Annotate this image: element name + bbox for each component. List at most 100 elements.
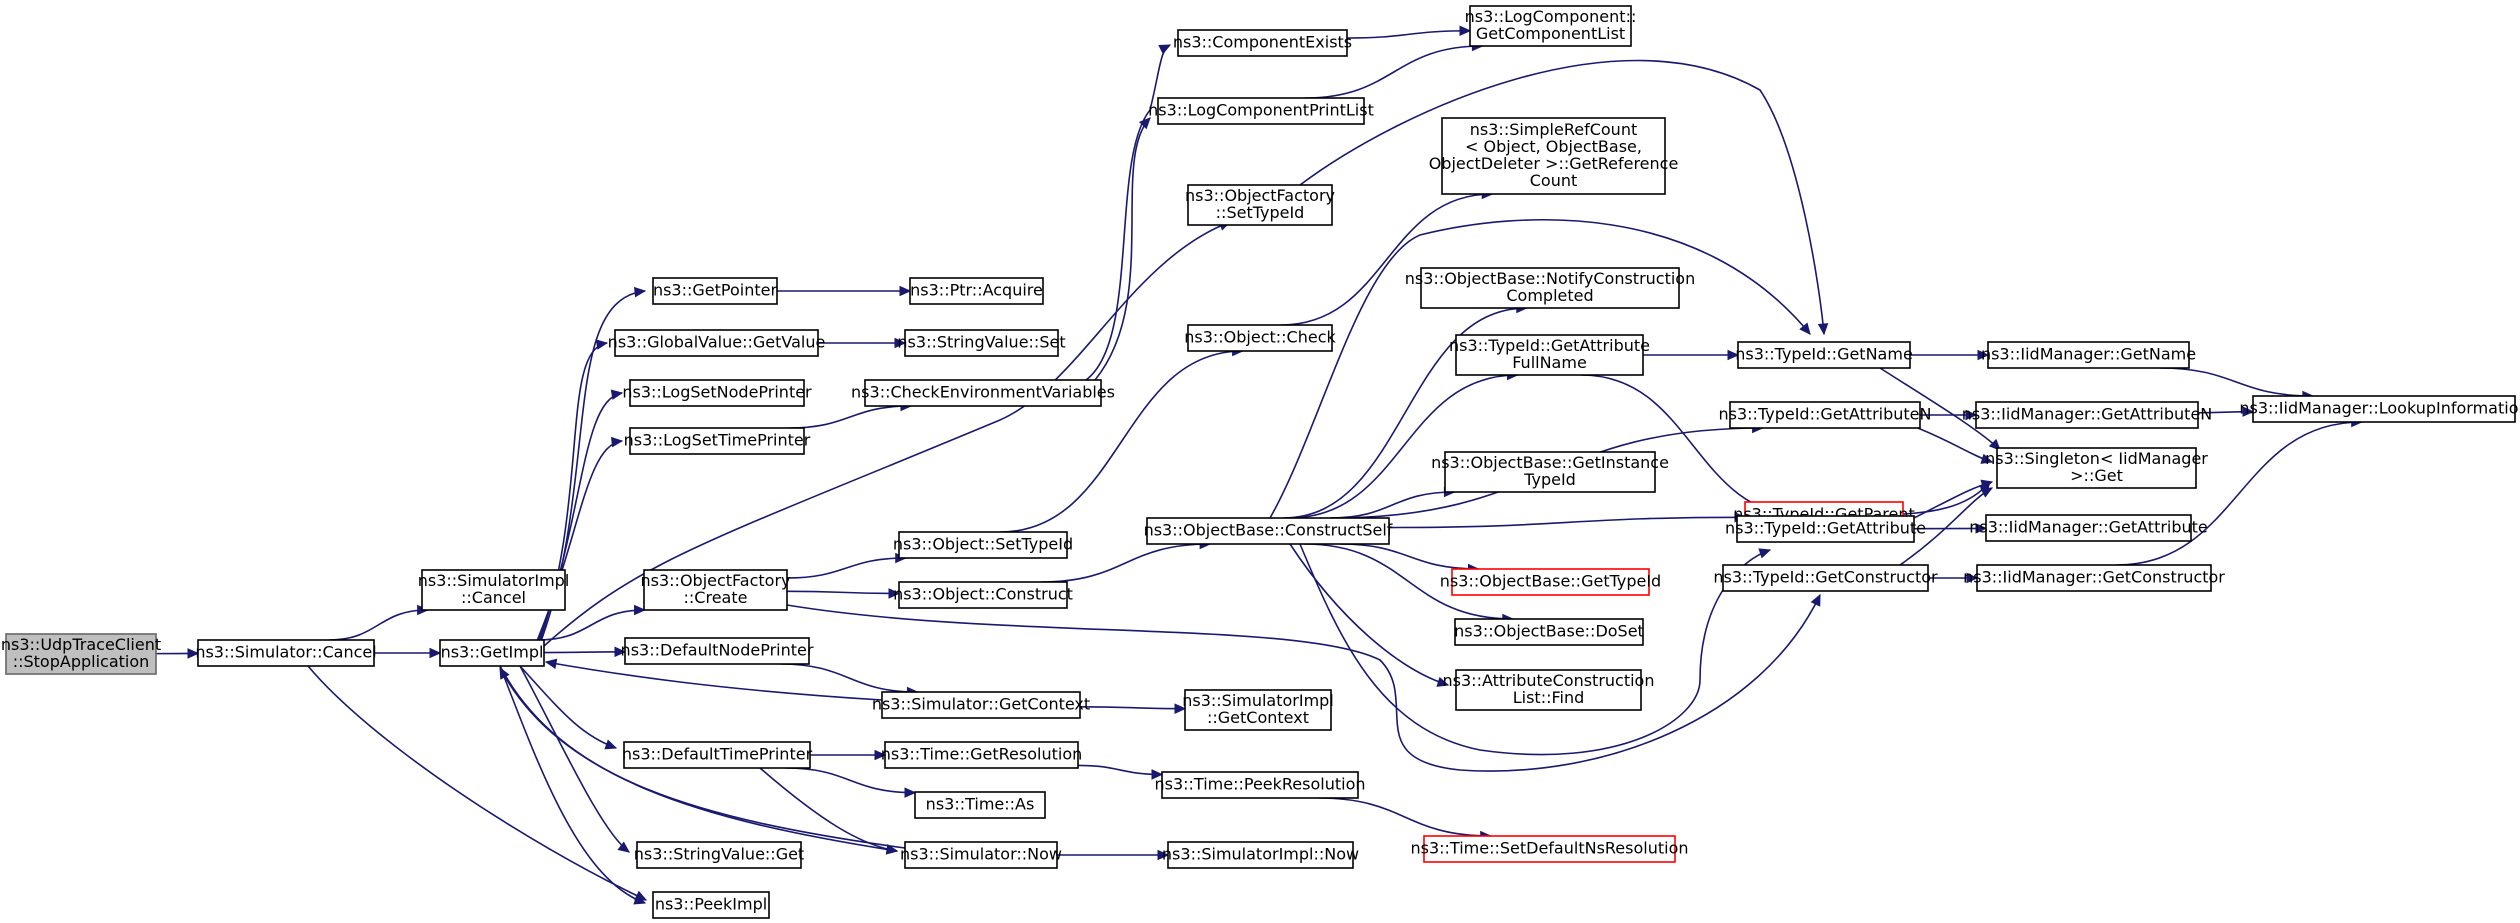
edge-line (1000, 350, 1243, 533)
node-logsettimeprinter[interactable]: ns3::LogSetTimePrinter (624, 427, 811, 455)
node-label: >::Get (2070, 466, 2123, 485)
node-iid-lookup[interactable]: ns3::IidManager::LookupInformation (2239, 395, 2520, 423)
edge-line (543, 651, 626, 654)
node-constructself[interactable]: ns3::ObjectBase::ConstructSelf (1144, 517, 1393, 545)
node-gv-getvalue[interactable]: ns3::GlobalValue::GetValue (608, 329, 826, 357)
node-label: ::GetContext (1207, 708, 1309, 727)
node-label: ns3::Time::PeekResolution (1154, 775, 1365, 794)
edge-arrowhead (1459, 25, 1472, 37)
edge-time_peekresolution-to-time_setdefaultns (1318, 797, 1492, 842)
node-simimpl-cancel[interactable]: ns3::SimulatorImpl::Cancel (418, 569, 570, 611)
node-time-as[interactable]: ns3::Time::As (914, 791, 1046, 819)
edge-line (543, 221, 1231, 647)
node-box (439, 639, 545, 667)
edge-getimpl-to-peekimpl (499, 665, 647, 905)
node-simplerefcount[interactable]: ns3::SimpleRefCount< Object, ObjectBase,… (1429, 117, 1679, 195)
node-object-settypeid[interactable]: ns3::Object::SetTypeId (893, 531, 1073, 559)
node-typeid-getconstructor[interactable]: ns3::TypeId::GetConstructor (1713, 564, 1938, 592)
node-ptr-acquire[interactable]: ns3::Ptr::Acquire (909, 277, 1044, 305)
node-defaultnodeprinter[interactable]: ns3::DefaultNodePrinter (621, 637, 814, 665)
edge-line (519, 665, 617, 749)
node-objfactory-settypeid[interactable]: ns3::ObjectFactory::SetTypeId (1185, 184, 1335, 226)
node-sim-cancel[interactable]: ns3::Simulator::Cancel (195, 639, 377, 667)
node-box (1976, 564, 2212, 592)
node-time-getresolution[interactable]: ns3::Time::GetResolution (881, 741, 1083, 769)
edge-arrowhead (610, 436, 624, 448)
node-checkenv[interactable]: ns3::CheckEnvironmentVariables (851, 379, 1115, 407)
node-componentexists[interactable]: ns3::ComponentExists (1173, 29, 1352, 57)
edge-getpointer-to-ptr_acquire (776, 285, 912, 297)
node-objfactory-create[interactable]: ns3::ObjectFactory::Create (641, 569, 791, 611)
edge-arrowhead (1158, 44, 1172, 55)
node-object-check[interactable]: ns3::Object::Check (1184, 324, 1337, 352)
node-iid-getattrn[interactable]: ns3::IidManager::GetAttributeN (1962, 401, 2213, 429)
node-sim-getcontext[interactable]: ns3::Simulator::GetContext (872, 691, 1090, 719)
node-label: ns3::Ptr::Acquire (910, 281, 1043, 300)
edge-objfactory_settypeid-to-typeid_getname (1299, 59, 1829, 336)
node-logcomp-getlist[interactable]: ns3::LogComponent::GetComponentList (1465, 5, 1637, 47)
node-label: ns3::LogComponent:: (1465, 7, 1637, 26)
edge-typeid_getattrn-to-singleton_get (1909, 424, 1994, 464)
edge-arrowhead (894, 337, 907, 349)
node-time-setdefaultns[interactable]: ns3::Time::SetDefaultNsResolution (1410, 835, 1689, 863)
node-logcomp-printlist[interactable]: ns3::LogComponentPrintList (1148, 97, 1374, 125)
edge-line (1318, 797, 1491, 837)
node-stringvalue-set[interactable]: ns3::StringValue::Set (897, 329, 1066, 357)
node-label: ns3::SimulatorImpl (1182, 691, 1334, 710)
node-simimpl-now[interactable]: ns3::SimulatorImpl::Now (1162, 841, 1359, 869)
node-stringvalue-get[interactable]: ns3::StringValue::Get (634, 841, 804, 869)
node-objbase-gettypeid[interactable]: ns3::ObjectBase::GetTypeId (1440, 568, 1661, 596)
edge-arrowhead (874, 749, 887, 761)
edge-arrowhead (1980, 453, 1994, 464)
node-logsetnodeprinter[interactable]: ns3::LogSetNodePrinter (622, 379, 812, 407)
edge-line (786, 557, 906, 579)
edge-line (499, 665, 646, 904)
node-object-construct[interactable]: ns3::Object::Construct (893, 581, 1073, 609)
node-label: ns3::StringValue::Set (897, 333, 1065, 352)
node-udp-stop[interactable]: ns3::UdpTraceClient::StopApplication (1, 633, 161, 675)
node-label: ns3::DefaultTimePrinter (622, 745, 813, 764)
node-iid-getname[interactable]: ns3::IidManager::GetName (1981, 341, 2196, 369)
edge-constructself-to-typeid_getattribute (1299, 543, 1772, 756)
node-box (1455, 334, 1644, 376)
edge-arrowhead (1174, 703, 1187, 714)
edge-sim_now-to-simimpl_now (1057, 849, 1170, 861)
node-simimpl-getcontext[interactable]: ns3::SimulatorImpl::GetContext (1182, 689, 1334, 731)
node-singleton-get[interactable]: ns3::Singleton< IidManager>::Get (1985, 447, 2208, 489)
node-typeid-getattribute[interactable]: ns3::TypeId::GetAttribute (1725, 515, 1926, 543)
node-label: ns3::ObjectBase::ConstructSelf (1144, 521, 1393, 540)
node-peekimpl[interactable]: ns3::PeekImpl (652, 891, 770, 919)
node-box (1444, 451, 1656, 493)
node-label: ns3::TypeId::GetAttribute (1449, 336, 1650, 355)
node-label: ns3::ObjectBase::NotifyConstruction (1405, 269, 1695, 288)
edge-defaulttimeprinter-to-time_getresolution (810, 749, 887, 761)
node-typeid-getattrn[interactable]: ns3::TypeId::GetAttributeN (1719, 401, 1932, 429)
node-box (1729, 401, 1921, 429)
node-getpointer[interactable]: ns3::GetPointer (652, 277, 778, 305)
edge-arrowhead (614, 646, 627, 658)
edge-sim_getcontext-to-getimpl (544, 658, 883, 701)
node-defaulttimeprinter[interactable]: ns3::DefaultTimePrinter (622, 741, 813, 769)
node-typeid-getname[interactable]: ns3::TypeId::GetName (1735, 341, 1913, 369)
node-label: ns3::TypeId::GetAttribute (1725, 519, 1926, 538)
node-sim-now[interactable]: ns3::Simulator::Now (900, 841, 1062, 869)
node-iid-getconstructor[interactable]: ns3::IidManager::GetConstructor (1963, 564, 2225, 592)
node-objbase-doset[interactable]: ns3::ObjectBase::DoSet (1454, 618, 1644, 646)
node-box (1187, 184, 1333, 226)
edge-arrowhead (634, 604, 646, 616)
node-time-peekresolution[interactable]: ns3::Time::PeekResolution (1154, 771, 1366, 799)
node-getimpl[interactable]: ns3::GetImpl (439, 639, 545, 667)
node-notifyconstruction[interactable]: ns3::ObjectBase::NotifyConstructionCompl… (1405, 267, 1695, 309)
edge-line (759, 767, 898, 852)
edge-line (1094, 117, 1151, 381)
node-iid-getattribute[interactable]: ns3::IidManager::GetAttribute (1969, 514, 2208, 542)
edge-arrowhead (1975, 523, 1988, 534)
node-label: ns3::LogComponentPrintList (1148, 101, 1374, 120)
node-box (904, 841, 1058, 869)
node-label: ns3::DefaultNodePrinter (621, 641, 814, 660)
node-box (5, 633, 157, 675)
node-box (1469, 5, 1632, 47)
